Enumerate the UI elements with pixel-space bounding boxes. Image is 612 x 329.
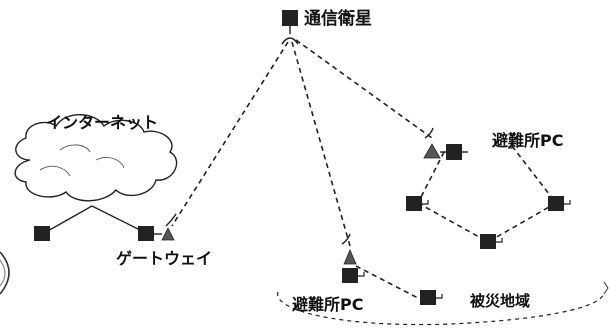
cloud-inner-wisps bbox=[39, 144, 125, 177]
pc-node-icon bbox=[406, 196, 422, 211]
pc-node-icon bbox=[342, 268, 358, 283]
pc-node-icon bbox=[34, 226, 50, 241]
satellite-dish-icon bbox=[281, 37, 299, 45]
link-satellite-gateway bbox=[171, 41, 289, 227]
antenna-icon bbox=[423, 143, 441, 159]
shelter-pc-bottom-label: 避難所PC bbox=[292, 295, 363, 314]
internet-wires bbox=[45, 205, 145, 233]
satellite-links bbox=[171, 39, 433, 247]
satellite-dish-icon bbox=[165, 213, 177, 227]
pc-node-icon bbox=[420, 290, 436, 305]
pc-node-icon bbox=[138, 226, 154, 241]
shelter-pc-right-label: 避難所PC bbox=[492, 131, 563, 150]
link-satellite-shelter-right bbox=[295, 39, 433, 139]
edge-circle-fragment bbox=[0, 251, 10, 295]
pc-node-icon bbox=[548, 196, 564, 211]
disaster-area-label: 被災地域 bbox=[470, 292, 530, 310]
pc-node-icon bbox=[480, 234, 496, 249]
internet-label: インターネット bbox=[46, 113, 158, 132]
antenna-icon bbox=[161, 227, 175, 241]
pc-node-icon bbox=[446, 144, 462, 160]
satellite-dish-icon bbox=[341, 233, 351, 245]
satellite-label: 通信衛星 bbox=[304, 8, 372, 29]
cloud-icon bbox=[14, 114, 178, 202]
antenna-icon bbox=[343, 248, 357, 265]
satellite-dish-icon bbox=[424, 127, 434, 139]
satellite-icon bbox=[282, 10, 298, 26]
shelter-mesh-links bbox=[355, 145, 557, 299]
gateway-label: ゲートウェイ bbox=[116, 249, 212, 268]
